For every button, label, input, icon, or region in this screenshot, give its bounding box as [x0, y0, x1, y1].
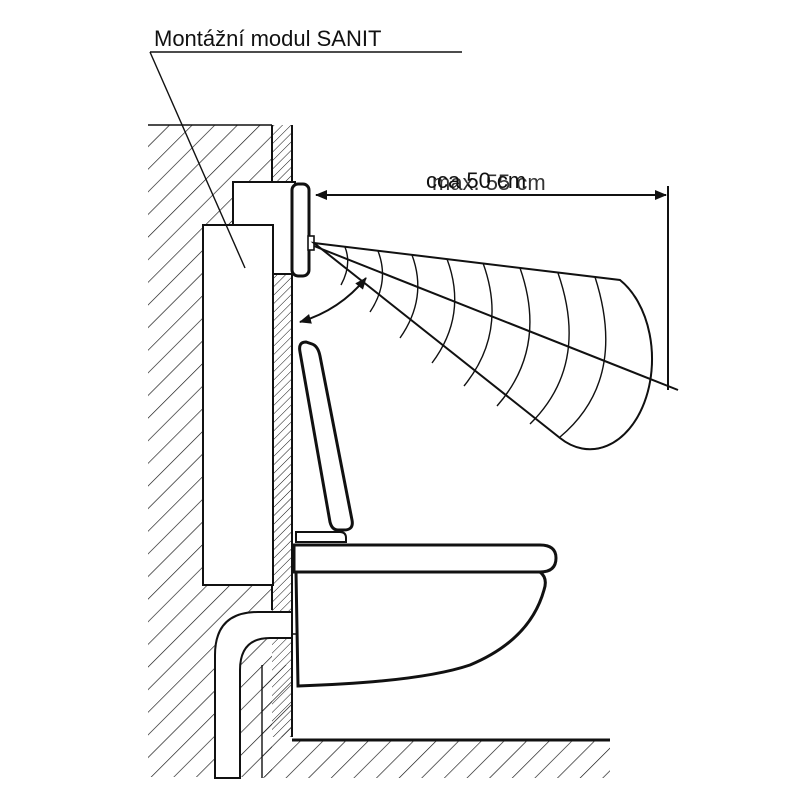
toilet-bowl	[292, 543, 558, 688]
sensor-unit	[290, 182, 315, 278]
module-label: Montážní modul SANIT	[154, 26, 381, 51]
dimension-line	[315, 186, 669, 390]
drain-pipe	[214, 611, 318, 779]
sensor-beam	[310, 241, 679, 451]
floor	[292, 738, 610, 778]
module-label-leader	[149, 51, 462, 269]
toilet-lid	[295, 340, 354, 543]
angle-arrow	[299, 277, 367, 324]
installation-module	[202, 181, 296, 586]
distance-max-label: max. 55 cm	[432, 170, 546, 195]
distance-approx-label: cca 50 cm	[426, 168, 526, 193]
